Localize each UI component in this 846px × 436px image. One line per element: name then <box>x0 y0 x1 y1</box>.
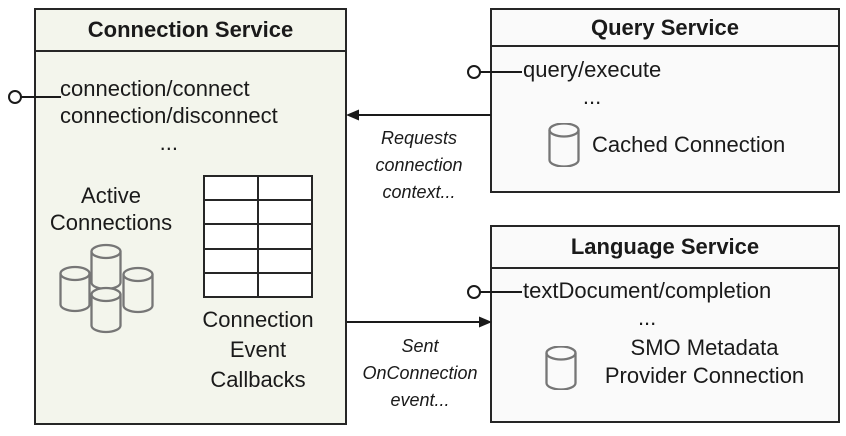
active-connections-label: Active Connections <box>49 183 173 235</box>
requests-arrow-icon <box>346 109 491 121</box>
methods-ellipsis: ... <box>582 84 602 109</box>
cached-connection-label: Cached Connection <box>592 132 786 157</box>
methods-ellipsis: ... <box>159 130 179 155</box>
method-query-execute: query/execute <box>523 57 662 82</box>
method-connection-connect: connection/connect <box>60 76 250 101</box>
database-icon <box>545 346 577 390</box>
connection-service-box: Connection Service connection/connect co… <box>34 8 347 425</box>
connection-service-title: Connection Service <box>36 10 345 52</box>
interface-lollipop-icon <box>467 285 522 299</box>
method-connection-disconnect: connection/disconnect <box>60 103 278 128</box>
language-service-methods: textDocument/completion ... <box>523 277 771 331</box>
query-service-methods: query/execute ... <box>523 56 661 110</box>
language-service-title: Language Service <box>492 227 838 269</box>
method-textdocument-completion: textDocument/completion <box>523 278 772 303</box>
on-connection-arrow-label: Sent OnConnection event... <box>362 336 478 410</box>
interface-lollipop-icon <box>467 65 522 79</box>
language-service-box: Language Service textDocument/completion… <box>490 225 840 423</box>
table-grid-icon <box>203 175 313 298</box>
connection-event-callbacks-label: Connection Event Callbacks <box>202 307 314 392</box>
query-service-title: Query Service <box>492 10 838 47</box>
connection-service-methods: connection/connect connection/disconnect… <box>60 75 278 156</box>
requests-arrow-label: Requests connection context... <box>375 128 463 202</box>
interface-lollipop-icon <box>8 90 61 104</box>
database-cluster-icon <box>59 243 154 334</box>
methods-ellipsis: ... <box>637 305 657 330</box>
cached-connection-item: Cached Connection <box>548 123 785 167</box>
query-service-box: Query Service query/execute ... Cached C… <box>490 8 840 193</box>
on-connection-arrow-icon <box>347 316 492 328</box>
database-icon <box>548 123 580 167</box>
smo-connection-label: SMO Metadata Provider Connection <box>604 335 805 388</box>
